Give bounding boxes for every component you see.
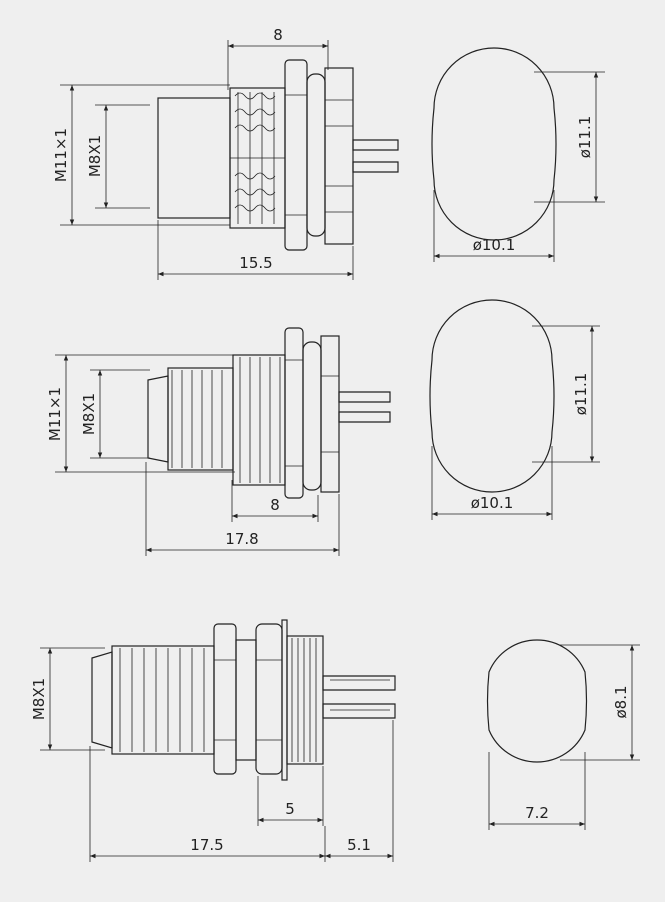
label-thread-outer: M11×1	[52, 128, 70, 182]
nut	[284, 327, 304, 499]
front-tip	[147, 375, 169, 463]
label-thread-inner: M8X1	[86, 135, 104, 177]
dim-thread-length: 8	[273, 26, 283, 44]
view-3-end: ø8.1 7.2	[486, 639, 640, 830]
dim-flange-length: 5	[285, 800, 295, 818]
dim-thread-length: 8	[270, 496, 280, 514]
label-thread-outer: M11×1	[46, 387, 64, 441]
end-view-width: ø10.1	[473, 236, 516, 254]
end-view-outline	[429, 299, 555, 493]
view-2-side	[147, 327, 391, 499]
dim-overall-length: 17.5	[190, 836, 223, 854]
view-1-end: ø11.1 ø10.1	[431, 47, 605, 262]
label-thread-inner: M8X1	[80, 393, 98, 435]
knurled-ring	[286, 635, 324, 765]
end-view-width: ø10.1	[471, 494, 514, 512]
label-thread: M8X1	[30, 678, 48, 720]
end-view-height: ø11.1	[572, 373, 590, 416]
view-3: M8X1 5 17.5 5.1 ø8.1 7.2	[30, 619, 640, 862]
view-3-side	[91, 619, 396, 781]
view-1-side	[157, 59, 399, 251]
nut-2	[255, 623, 283, 775]
pins	[338, 391, 391, 423]
nut-1	[213, 623, 237, 775]
view-2-dims: M11×1 M8X1 8 17.8	[46, 354, 340, 556]
view-1: 8 15.5 M11×1 M8X1 ø11.1 ø10.1	[52, 26, 605, 280]
flange	[320, 335, 340, 493]
pins	[352, 139, 399, 173]
washer	[302, 341, 322, 491]
flange	[324, 67, 354, 245]
dim-pin-length: 5.1	[347, 836, 371, 854]
panel-plate	[281, 619, 288, 781]
end-view-height: ø8.1	[612, 685, 630, 718]
spacer	[235, 639, 257, 761]
view-3-dims: M8X1 5 17.5 5.1	[30, 647, 394, 862]
view-2-end: ø11.1 ø10.1	[429, 299, 600, 520]
end-view-height: ø11.1	[576, 116, 594, 159]
view-1-dims: 8 15.5 M11×1 M8X1	[52, 26, 354, 280]
dim-overall-length: 17.8	[225, 530, 258, 548]
thread-section-front	[167, 367, 234, 471]
end-view-outline	[486, 639, 588, 763]
front-tip	[91, 651, 113, 749]
view-2: M11×1 M8X1 8 17.8 ø11.1 ø10.1	[46, 299, 600, 556]
dim-overall-length: 15.5	[239, 254, 272, 272]
end-view-outline	[431, 47, 557, 241]
thread-section	[229, 87, 286, 229]
pins	[322, 675, 396, 719]
nut	[284, 59, 308, 251]
front-body	[157, 97, 231, 219]
end-view-width: 7.2	[525, 804, 549, 822]
washer	[306, 73, 326, 237]
thread-section-rear	[232, 354, 286, 486]
thread-section	[111, 645, 215, 755]
